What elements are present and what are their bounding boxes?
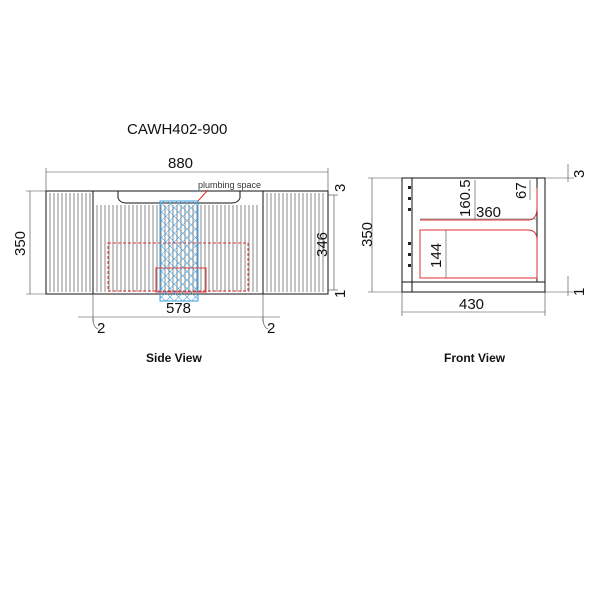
- side-view: plumbing space 880 350 346 3 1 578 2 2 S…: [12, 155, 349, 365]
- fluting-left: [49, 193, 91, 292]
- screw-mark: [408, 197, 411, 200]
- dim-drawer-height-160-5: 160.5: [457, 179, 474, 217]
- screw-mark: [408, 208, 411, 211]
- dim-inner-height-346: 346: [314, 232, 331, 257]
- dim-lower-height-144: 144: [428, 243, 445, 268]
- front-view: 160.5 67 360 144 350 430 3 1 Front View: [359, 164, 588, 365]
- front-view-caption: Front View: [444, 351, 506, 365]
- front-dim-height-350: 350: [359, 222, 376, 247]
- plumbing-space-label: plumbing space: [198, 180, 261, 190]
- dim-depth-430: 430: [459, 296, 484, 313]
- upper-drawer-profile: [420, 188, 538, 221]
- screw-mark: [408, 242, 411, 245]
- front-dim-top-offset-3: 3: [571, 170, 588, 178]
- front-door-panel: [536, 177, 546, 283]
- dim-bottom-offset-1: 1: [332, 290, 349, 298]
- front-dim-bottom-offset-1: 1: [571, 288, 588, 296]
- dim-top-offset-3: 3: [332, 184, 349, 192]
- dim-lip-67: 67: [513, 182, 530, 199]
- gap-leader-left: [92, 317, 99, 330]
- plumbing-leader: [197, 189, 209, 202]
- plumbing-space-crosshatch: [160, 201, 198, 301]
- screw-mark: [408, 186, 411, 189]
- gap-leader-right: [262, 317, 269, 330]
- screw-mark: [408, 264, 411, 267]
- hinge-screws: [408, 186, 411, 267]
- side-view-caption: Side View: [146, 351, 202, 365]
- lower-drawer-profile: [419, 229, 538, 279]
- model-title: CAWH402-900: [127, 121, 227, 138]
- dim-drawer-depth-360: 360: [476, 204, 501, 221]
- fluting-right: [266, 193, 324, 292]
- dim-inner-width-578: 578: [166, 300, 191, 317]
- dim-right-gap-2: 2: [267, 320, 275, 337]
- dim-height-350: 350: [12, 231, 29, 256]
- screw-mark: [408, 253, 411, 256]
- dim-left-gap-2: 2: [97, 320, 105, 337]
- dim-width-880: 880: [168, 155, 193, 172]
